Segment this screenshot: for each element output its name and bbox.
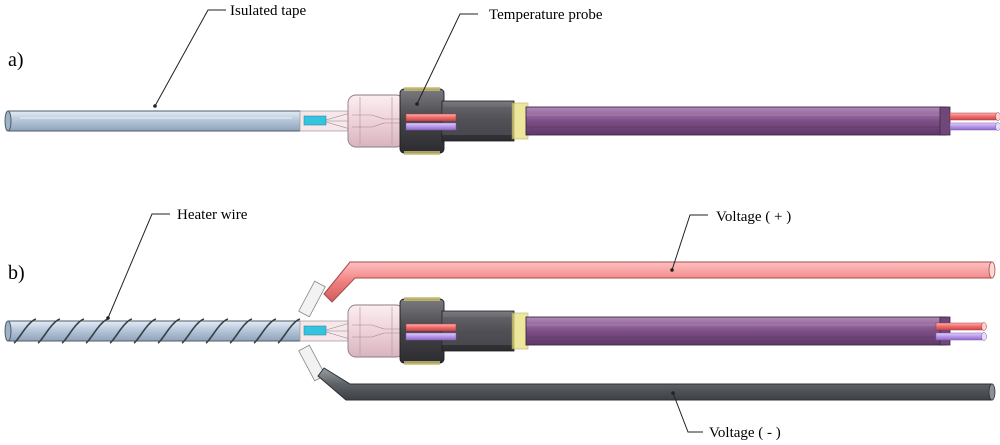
thermocouple-wires-a bbox=[949, 112, 1000, 131]
probe-assembly-b bbox=[299, 296, 951, 366]
heater-tube bbox=[4, 320, 303, 342]
label-heater-wire: Heater wire bbox=[177, 207, 248, 223]
label-voltage-minus: Voltage ( - ) bbox=[709, 425, 781, 441]
leader-voltage-minus bbox=[672, 392, 703, 433]
panel-a-label: a) bbox=[8, 49, 24, 71]
leader-insulated-tape bbox=[154, 9, 226, 107]
heater-wire-coil bbox=[13, 318, 301, 344]
insulated-tape-tube bbox=[4, 110, 303, 132]
label-voltage-plus: Voltage ( + ) bbox=[716, 209, 791, 225]
label-insulated-tape: Isulated tape bbox=[230, 3, 307, 19]
voltage-plus-lead bbox=[323, 261, 996, 303]
leader-heater-wire bbox=[107, 213, 170, 319]
probe-assembly-a bbox=[299, 86, 951, 156]
panel-b: b) Heater wire Voltage ( + ) bbox=[4, 207, 996, 441]
panel-a: a) Isulated tape Temperature probe bbox=[4, 3, 1000, 156]
label-temperature-probe: Temperature probe bbox=[489, 7, 603, 23]
leader-temperature-probe bbox=[416, 13, 478, 105]
leader-voltage-plus bbox=[671, 214, 708, 271]
lead-stub-top bbox=[298, 280, 326, 318]
voltage-minus-lead bbox=[317, 367, 996, 401]
panel-b-label: b) bbox=[8, 262, 25, 284]
